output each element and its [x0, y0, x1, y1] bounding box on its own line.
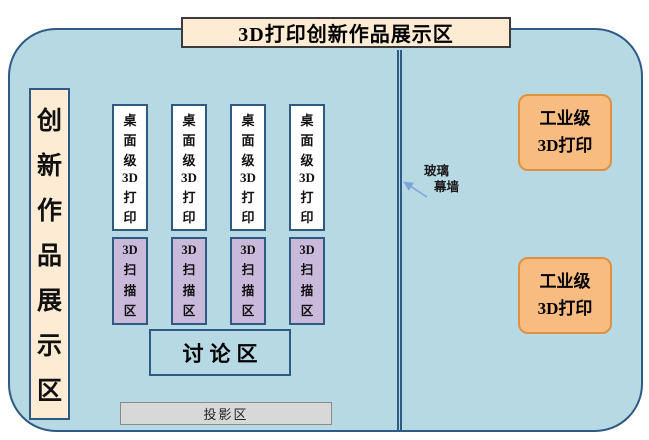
zone-char: 印 — [123, 209, 137, 225]
zone-char: 描 — [300, 283, 314, 298]
3d-scan-zone-3: 3D 扫 描 区 — [230, 237, 266, 325]
zone-char: 打 — [241, 189, 255, 205]
glass-wall-arrow-icon — [403, 181, 428, 198]
zone-char: 3D — [240, 169, 256, 185]
exhibition-area-outline — [8, 28, 643, 432]
zone-char: 桌 — [123, 112, 137, 128]
zone-char: 3D — [181, 242, 197, 257]
zone-char: 展 — [36, 288, 62, 316]
zone-char: 面 — [300, 132, 314, 148]
zone-char: 区 — [123, 304, 137, 319]
zone-char: 新 — [36, 152, 62, 180]
zone-char: 3D — [299, 242, 315, 257]
zone-char: 作 — [36, 197, 62, 225]
industrial-label-line2: 3D打印 — [537, 135, 593, 155]
zone-char: 面 — [123, 132, 137, 148]
zone-char: 扫 — [241, 263, 255, 278]
zone-char: 3D — [122, 169, 138, 185]
innovation-display-zone: 创 新 作 品 展 示 区 — [29, 88, 70, 420]
industrial-label-line2: 3D打印 — [537, 298, 593, 318]
zone-char: 印 — [241, 209, 255, 225]
zone-char: 级 — [300, 152, 314, 168]
zone-char: 区 — [241, 304, 255, 319]
zone-char: 描 — [123, 283, 137, 298]
glass-wall-label-line2: 幕墙 — [434, 180, 460, 194]
3d-scan-zone-2: 3D 扫 描 区 — [171, 237, 207, 325]
diagram-title: 3D打印创新作品展示区 — [238, 24, 454, 46]
zone-char: 级 — [123, 152, 137, 168]
glass-curtain-wall-divider — [397, 50, 402, 430]
zone-char: 创 — [36, 107, 62, 135]
zone-char: 品 — [36, 242, 62, 270]
zone-char: 桌 — [241, 112, 255, 128]
zone-char: 桌 — [182, 112, 196, 128]
zone-char: 区 — [36, 378, 62, 406]
discussion-zone: 讨论区 — [149, 329, 291, 376]
industrial-3d-print-zone-2: 工业级 3D打印 — [518, 257, 612, 334]
desktop-3d-print-zone-2: 桌 面 级 3D 打 印 — [171, 104, 207, 231]
zone-char: 区 — [182, 304, 196, 319]
zone-char: 3D — [181, 169, 197, 185]
zone-char: 区 — [300, 304, 314, 319]
discussion-zone-label: 讨论区 — [182, 341, 264, 366]
zone-char: 打 — [123, 189, 137, 205]
desktop-3d-print-zone-1: 桌 面 级 3D 打 印 — [112, 104, 148, 231]
desktop-3d-print-zone-4: 桌 面 级 3D 打 印 — [289, 104, 325, 231]
industrial-label-line1: 工业级 — [539, 272, 591, 292]
zone-char: 扫 — [123, 263, 137, 278]
desktop-3d-print-zone-3: 桌 面 级 3D 打 印 — [230, 104, 266, 231]
zone-char: 打 — [300, 189, 314, 205]
zone-char: 描 — [182, 283, 196, 298]
title-banner: 3D打印创新作品展示区 — [181, 17, 511, 48]
zone-char: 打 — [182, 189, 196, 205]
zone-char: 面 — [241, 132, 255, 148]
zone-char: 3D — [240, 242, 256, 257]
industrial-label-line1: 工业级 — [539, 109, 591, 129]
industrial-3d-print-zone-1: 工业级 3D打印 — [518, 94, 612, 171]
glass-wall-label-line1: 玻璃 — [424, 164, 450, 178]
zone-char: 描 — [241, 283, 255, 298]
zone-char: 扫 — [300, 263, 314, 278]
zone-char: 扫 — [182, 263, 196, 278]
zone-char: 印 — [182, 209, 196, 225]
zone-char: 桌 — [300, 112, 314, 128]
zone-char: 印 — [300, 209, 314, 225]
glass-wall-label: 玻璃 幕墙 — [424, 163, 459, 195]
zone-char: 级 — [182, 152, 196, 168]
zone-char: 面 — [182, 132, 196, 148]
zone-char: 示 — [36, 333, 62, 361]
zone-char: 3D — [122, 242, 138, 257]
3d-scan-zone-1: 3D 扫 描 区 — [112, 237, 148, 325]
projection-zone: 投影区 — [120, 402, 332, 425]
zone-char: 级 — [241, 152, 255, 168]
zone-char: 3D — [299, 169, 315, 185]
3d-scan-zone-4: 3D 扫 描 区 — [289, 237, 325, 325]
projection-zone-label: 投影区 — [203, 407, 249, 422]
